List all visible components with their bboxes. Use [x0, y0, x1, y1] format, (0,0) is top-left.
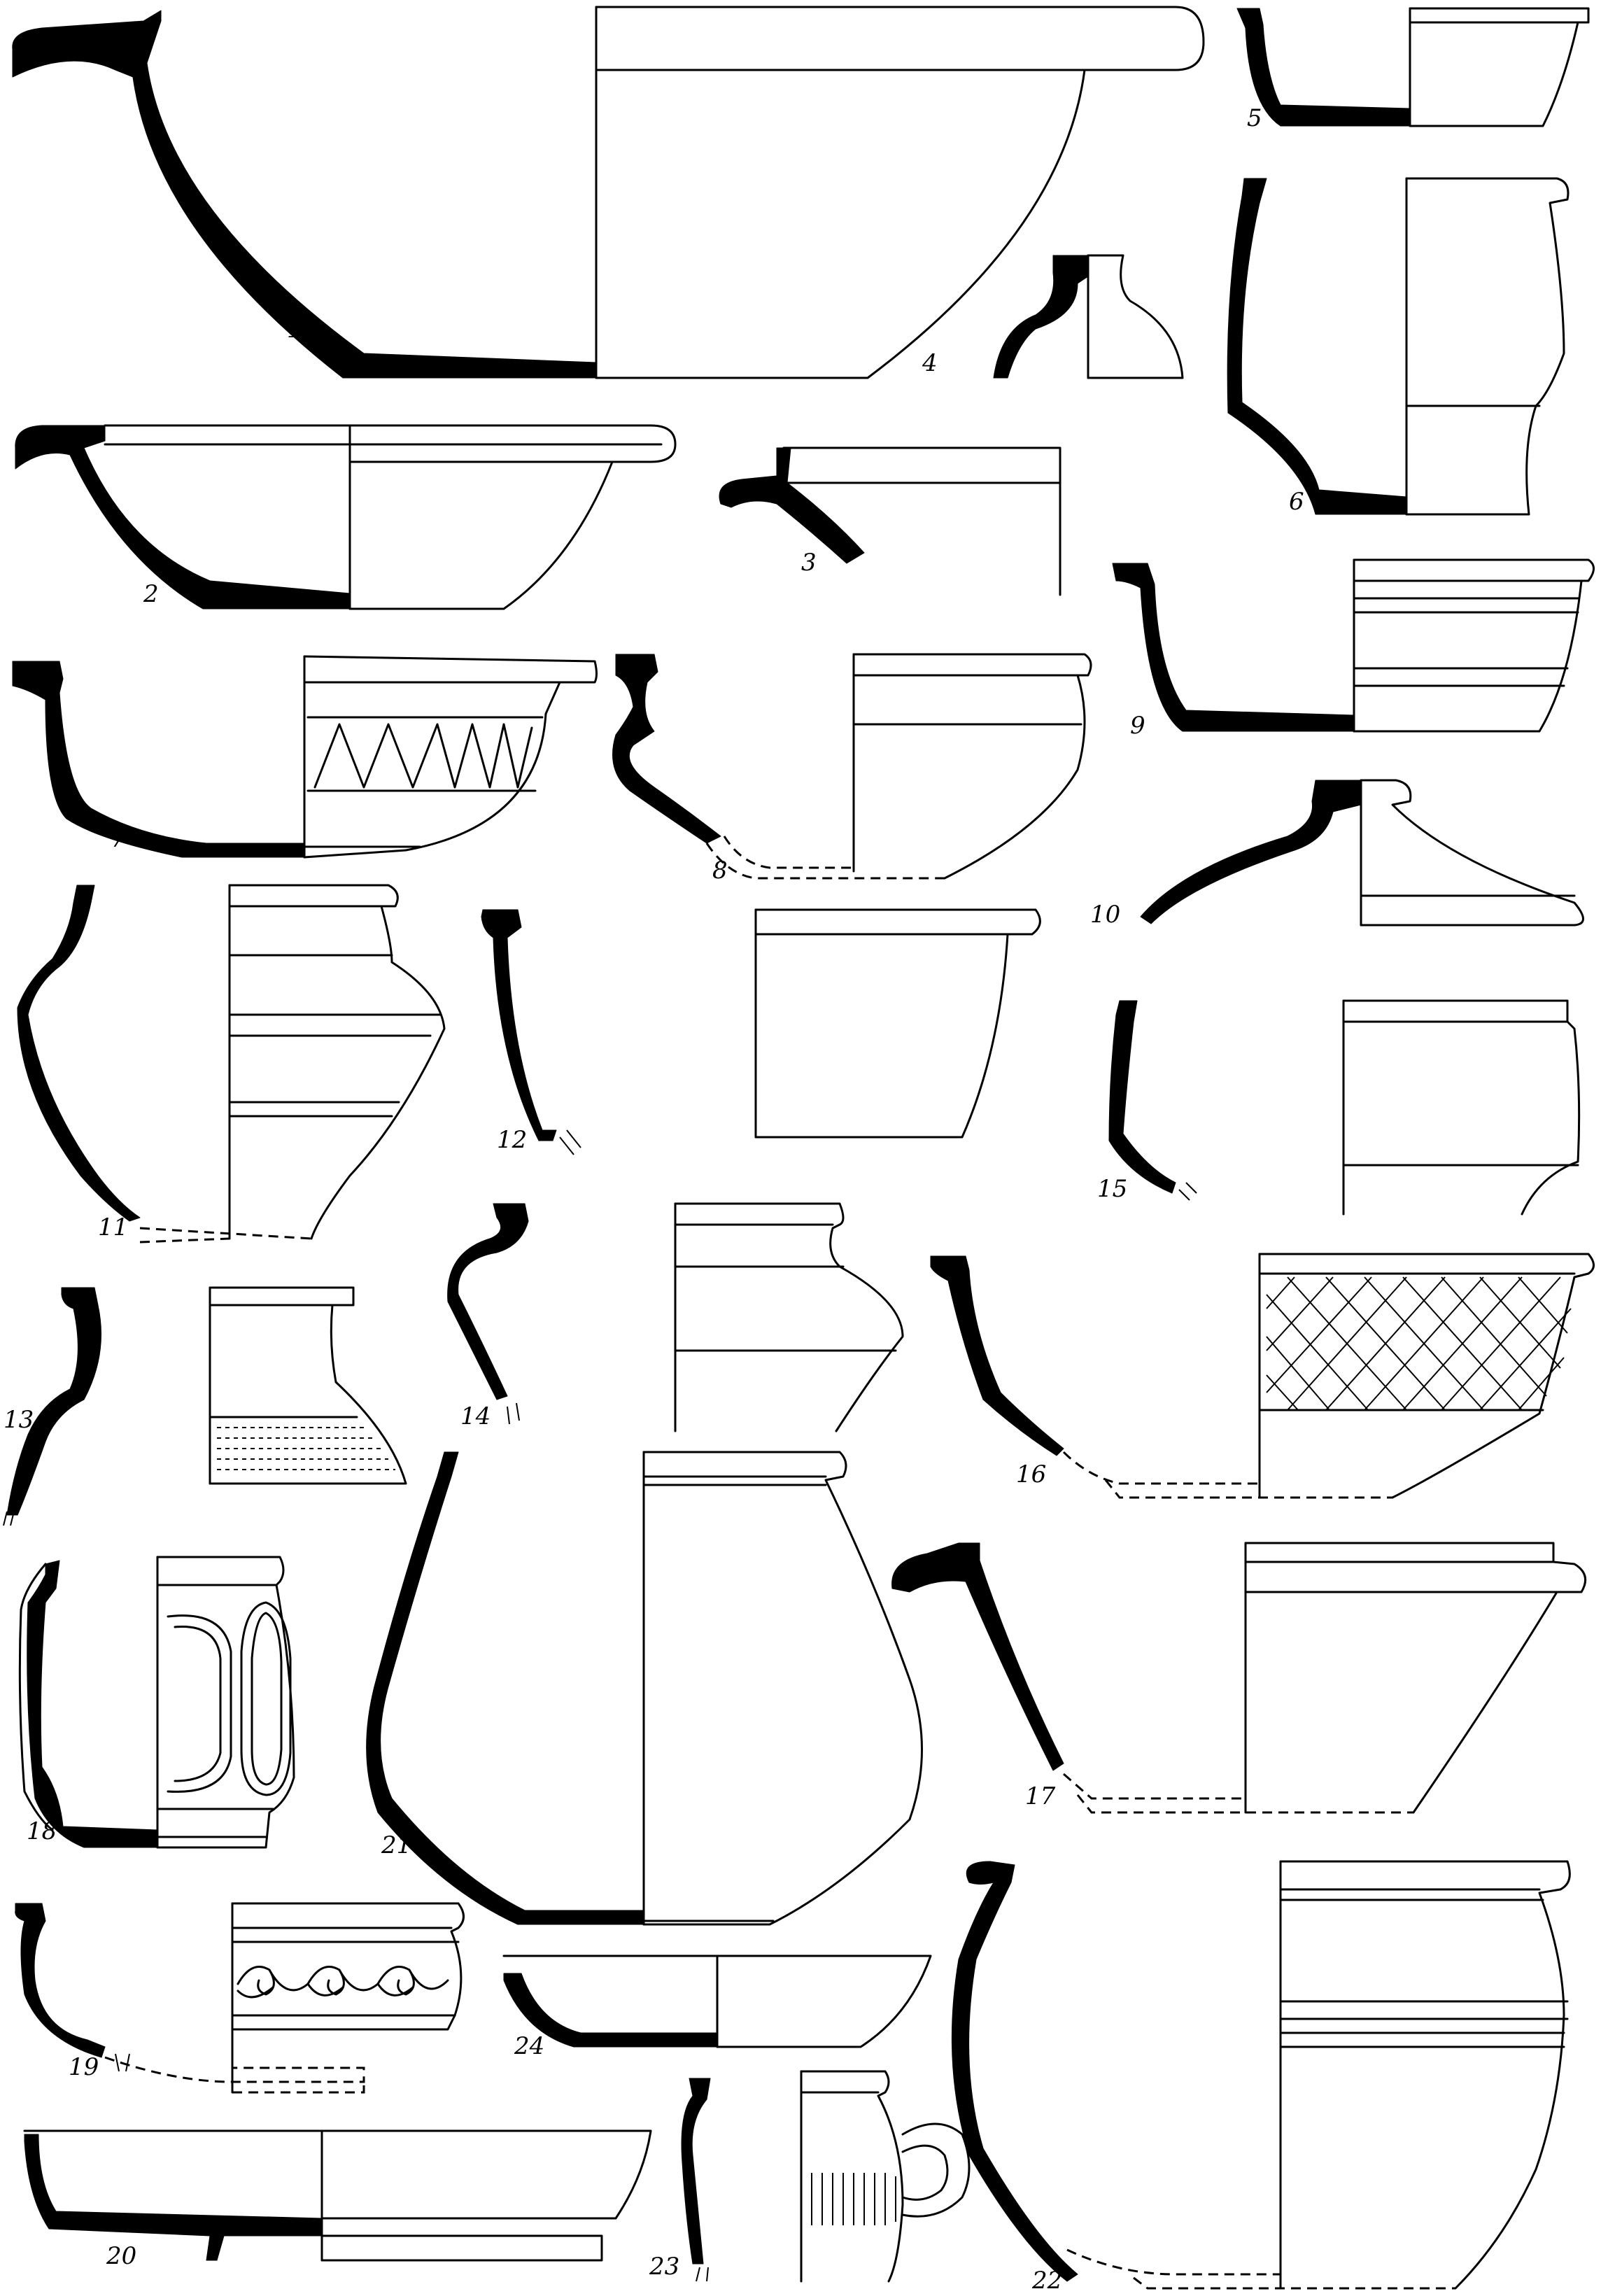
vessel-10 — [1140, 779, 1584, 927]
vessel-24 — [502, 1955, 932, 2048]
vessel-3 — [719, 446, 1062, 596]
vessel-7 — [12, 655, 598, 859]
vessel-number-20: 20 — [106, 2242, 136, 2270]
vessel-13 — [3, 1286, 407, 1526]
vessel-number-4: 4 — [922, 349, 938, 377]
vessel-4 — [993, 254, 1184, 379]
vessel-number-2: 2 — [143, 580, 159, 608]
vessel-number-9: 9 — [1130, 712, 1145, 740]
vessel-number-6: 6 — [1289, 488, 1304, 516]
vessel-number-15: 15 — [1097, 1175, 1127, 1203]
vessel-14 — [447, 1202, 904, 1432]
vessel-23 — [681, 2070, 971, 2283]
vessel-1 — [12, 6, 1205, 379]
vessel-number-5: 5 — [1247, 104, 1262, 132]
vessel-number-14: 14 — [460, 1402, 491, 1430]
vessel-number-23: 23 — [649, 2253, 679, 2281]
vessel-number-18: 18 — [27, 1817, 57, 1845]
vessel-11 — [17, 884, 446, 1244]
vessel-21 — [366, 1451, 923, 1926]
vessel-17 — [891, 1542, 1587, 1814]
vessel-18 — [18, 1556, 295, 1849]
vessel-16 — [930, 1253, 1595, 1499]
vessel-5 — [1236, 7, 1590, 127]
vessel-6 — [1227, 177, 1570, 516]
vessel-number-24: 24 — [514, 2032, 544, 2060]
vessel-2 — [15, 424, 677, 610]
vessel-number-19: 19 — [69, 2053, 99, 2081]
vessel-15 — [1108, 999, 1581, 1216]
vessel-number-22: 22 — [1031, 2267, 1062, 2295]
vessel-number-16: 16 — [1016, 1460, 1046, 1488]
vessel-number-7: 7 — [111, 825, 126, 853]
vessel-19 — [15, 1902, 465, 2094]
vessel-20 — [23, 2129, 652, 2262]
vessel-number-12: 12 — [497, 1126, 527, 1154]
vessel-number-1: 1 — [287, 316, 302, 344]
vessel-9 — [1112, 558, 1595, 733]
vessel-12 — [481, 908, 1041, 1155]
vessel-number-11: 11 — [98, 1213, 128, 1241]
vessel-number-13: 13 — [3, 1406, 34, 1434]
vessel-22 — [951, 1860, 1571, 2290]
vessel-number-17: 17 — [1025, 1782, 1056, 1810]
vessel-8 — [612, 653, 1092, 880]
vessel-number-21: 21 — [381, 1831, 411, 1859]
vessel-number-3: 3 — [801, 549, 817, 577]
vessel-number-10: 10 — [1090, 901, 1120, 929]
vessel-number-8: 8 — [712, 857, 728, 885]
